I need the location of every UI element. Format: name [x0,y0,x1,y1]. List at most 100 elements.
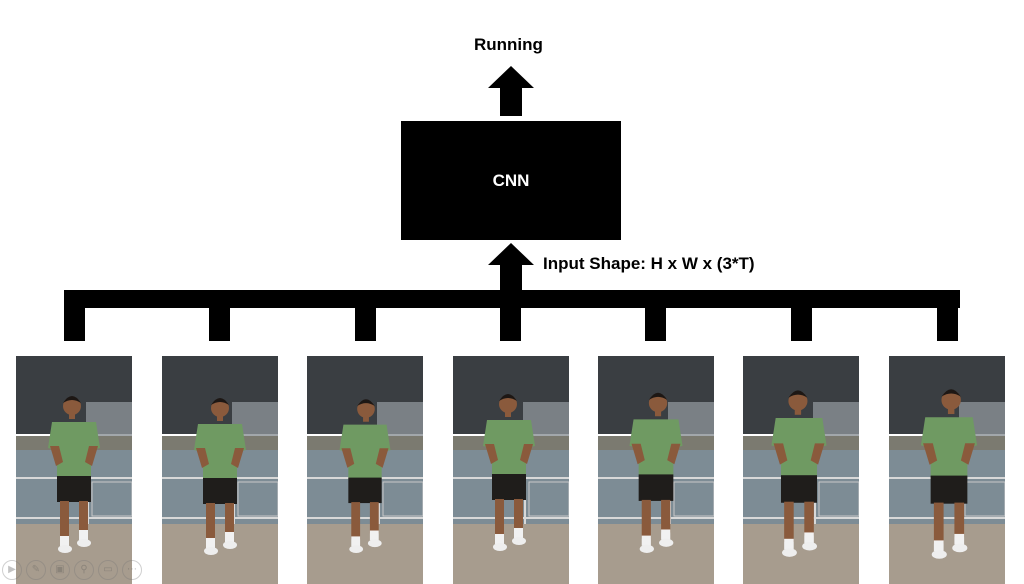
video-frame-4 [453,356,569,584]
right-shoe [512,537,526,545]
runner [339,399,391,554]
input-shape-label: Input Shape: H x W x (3*T) [543,254,755,273]
runner-illustration [889,356,1005,584]
right-shoe [659,538,674,547]
image-icon[interactable]: ▣ [50,560,70,580]
runner [629,392,683,553]
left-shoe [58,545,72,553]
head [788,391,808,411]
input-arrow-icon [488,243,534,293]
runner-illustration [307,356,423,584]
shirt [771,417,827,478]
left-arm [341,448,355,468]
right-shoe [77,539,91,547]
left-shoe [931,550,947,559]
screen-icon[interactable]: ▭ [98,560,118,580]
right-shoe [367,539,382,548]
runner [48,396,100,553]
runner-illustration [162,356,278,584]
left-shoe [349,545,364,554]
boardwalk [162,524,278,584]
runner [483,394,535,551]
left-arm [923,443,938,465]
runner [920,389,978,559]
head [63,397,81,415]
right-leg [369,502,379,534]
right-leg [514,499,523,531]
left-shoe [204,547,218,555]
left-sock [933,540,944,552]
right-leg [661,499,671,533]
left-leg [351,502,361,540]
play-icon[interactable]: ▶ [2,560,22,580]
neck [505,411,511,417]
connector-4 [500,290,521,341]
right-leg [804,501,814,536]
right-sock [369,530,379,541]
left-shoe [782,548,797,557]
cnn-block: CNN [401,121,621,240]
pen-icon[interactable]: ✎ [26,560,46,580]
left-arm [485,444,498,464]
head [648,393,668,413]
boardwalk [453,524,569,584]
head [211,399,229,417]
more-icon[interactable]: ⋯ [122,560,142,580]
runner-illustration [743,356,859,584]
right-arm [231,448,244,468]
zoom-icon[interactable]: ⚲ [74,560,94,580]
left-leg [641,499,651,539]
right-arm [667,443,681,465]
connector-7 [937,290,958,341]
head [357,400,375,418]
left-arm [196,448,209,468]
shorts [57,476,91,502]
neck [947,407,955,415]
left-leg [206,503,215,541]
left-leg [933,502,944,544]
right-shoe [952,543,968,553]
left-leg [60,501,69,539]
head [499,395,517,413]
right-arm [810,443,825,465]
shorts [492,474,526,500]
left-leg [495,499,504,537]
runner-illustration [598,356,714,584]
right-arm [85,446,98,466]
head [941,390,961,410]
video-frame-7 [889,356,1005,584]
connector-6 [791,290,812,341]
hair [648,392,668,400]
shirt [194,424,246,480]
left-sock [351,536,361,547]
right-sock [804,532,814,544]
connector-1 [64,290,85,341]
left-shoe [493,543,507,551]
left-sock [206,538,215,548]
hair [357,399,375,407]
runner [771,390,827,557]
boardwalk [889,524,1005,584]
shorts [203,478,237,504]
boardwalk [307,524,423,584]
left-arm [773,443,788,465]
left-arm [50,446,63,466]
left-sock [641,535,651,546]
runner-illustration [16,356,132,584]
player-controls[interactable]: ▶ ✎ ▣ ⚲ ▭ ⋯ [2,560,142,580]
right-arm [960,443,975,465]
right-sock [225,532,234,542]
left-sock [784,538,794,550]
video-frame-2 [162,356,278,584]
output-arrow-icon [488,66,534,116]
connector-2 [209,290,230,341]
left-shoe [639,544,654,553]
connector-3 [355,290,376,341]
output-label: Running [474,35,543,54]
right-leg [79,501,88,533]
neck [69,413,75,419]
runner-illustration [453,356,569,584]
neck [363,415,369,422]
right-sock [954,533,965,545]
video-frame-5 [598,356,714,584]
